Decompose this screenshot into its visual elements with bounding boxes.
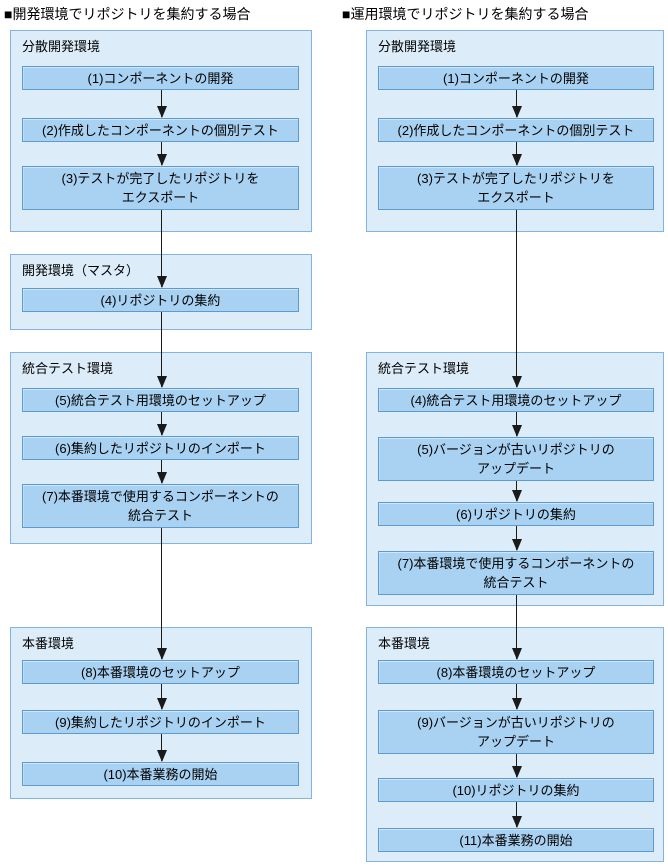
arrow-down-icon [512, 376, 522, 388]
flow-step-line: (8)本番環境のセットアップ [436, 664, 596, 680]
section-title-operation: ■運用環境でリポジトリを集約する場合 [342, 6, 589, 22]
flow-arrow-line [161, 684, 162, 709]
env-group-label: 分散開発環境 [22, 39, 101, 54]
flow-step-line: (1)コンポーネントの開発 [443, 70, 589, 86]
flow-arrow-line [161, 734, 162, 761]
flow-step-line: (4)統合テスト用環境のセットアップ [410, 392, 622, 408]
flow-step-line: (7)本番環境で使用するコンポーネントの [42, 489, 279, 504]
flow-arrow-line [516, 595, 517, 659]
flow-step: (7)本番環境で使用するコンポーネントの統合テスト [378, 551, 654, 595]
env-group-label: 本番環境 [378, 636, 431, 651]
section-title-development: ■開発環境でリポジトリを集約する場合 [4, 6, 251, 22]
flow-step: (2)作成したコンポーネントの個別テスト [22, 118, 299, 142]
flow-step: (10)本番業務の開始 [22, 762, 299, 786]
flow-step-line: (2)作成したコンポーネントの個別テスト [42, 122, 279, 138]
flow-step: (9)バージョンが古いリポジトリのアップデート [378, 710, 654, 754]
flow-step: (2)作成したコンポーネントの個別テスト [378, 118, 654, 142]
flow-step-line: (10)本番業務の開始 [103, 766, 218, 782]
flow-step-line: (3)テストが完了したリポジトリを [61, 171, 260, 186]
flow-step-line: (7)本番環境で使用するコンポーネントの [397, 556, 635, 571]
flow-step: (1)コンポーネントの開発 [378, 66, 654, 90]
flow-step-line: 統合テスト [127, 508, 193, 523]
flow-step-line: (6)リポジトリの集約 [456, 506, 576, 522]
flow-arrow-line [161, 90, 162, 117]
arrow-down-icon [512, 106, 522, 118]
flow-step-line: (1)コンポーネントの開発 [87, 70, 234, 86]
flow-step-line: (11)本番業務の開始 [459, 832, 573, 848]
arrow-down-icon [512, 816, 522, 828]
arrow-down-icon [512, 539, 522, 551]
env-group-label: 統合テスト環境 [22, 361, 114, 376]
arrow-down-icon [512, 425, 522, 437]
arrow-down-icon [512, 648, 522, 660]
flow-step: (6)集約したリポジトリのインポート [22, 436, 299, 460]
flow-step: (5)バージョンが古いリポジトリのアップデート [378, 437, 654, 481]
flow-step: (1)コンポーネントの開発 [22, 66, 299, 90]
flow-arrow-line [516, 754, 517, 777]
arrow-down-icon [512, 154, 522, 166]
flow-step-line: アップデート [476, 461, 555, 476]
flow-step-line: (2)作成したコンポーネントの個別テスト [397, 122, 635, 138]
env-group-label: 本番環境 [22, 636, 75, 651]
flow-arrow-line [161, 412, 162, 435]
flow-arrow-line [516, 684, 517, 709]
flow-step-line: (10)リポジトリの集約 [452, 782, 580, 798]
flow-step-line: (5)統合テスト用環境のセットアップ [55, 392, 266, 408]
arrow-down-icon [512, 766, 522, 778]
arrow-down-icon [157, 698, 167, 710]
flow-step: (3)テストが完了したリポジトリをエクスポート [378, 166, 654, 210]
arrow-down-icon [512, 490, 522, 502]
arrow-down-icon [157, 376, 167, 388]
flow-step-line: (9)バージョンが古いリポジトリの [417, 715, 615, 730]
flow-arrow-line [516, 412, 517, 436]
flow-step-line: (6)集約したリポジトリのインポート [55, 440, 266, 456]
arrow-down-icon [157, 472, 167, 484]
flow-step: (4)リポジトリの集約 [22, 288, 299, 312]
flow-arrow-line [161, 142, 162, 165]
flow-step-line: (4)リポジトリの集約 [100, 292, 221, 308]
flow-arrow-line [161, 312, 162, 387]
arrow-down-icon [512, 698, 522, 710]
arrow-down-icon [157, 106, 167, 118]
flow-step: (8)本番環境のセットアップ [22, 660, 299, 684]
arrow-down-icon [157, 648, 167, 660]
flow-step-line: (3)テストが完了したリポジトリを [417, 171, 615, 186]
flow-step-line: (9)集約したリポジトリのインポート [55, 714, 266, 730]
flow-arrow-line [516, 526, 517, 550]
flow-arrow-line [516, 142, 517, 165]
flow-step: (10)リポジトリの集約 [378, 778, 654, 802]
flow-arrow-line [161, 528, 162, 659]
flow-step-line: エクスポート [477, 190, 555, 205]
flow-arrow-line [516, 90, 517, 117]
flow-step: (8)本番環境のセットアップ [378, 660, 654, 684]
flow-arrow-line [161, 460, 162, 483]
env-group-label: 統合テスト環境 [378, 361, 470, 376]
arrow-down-icon [157, 154, 167, 166]
env-group-label: 分散開発環境 [378, 39, 457, 54]
flow-step-line: (8)本番環境のセットアップ [81, 664, 240, 680]
flow-step-line: 統合テスト [483, 575, 549, 590]
flow-step: (9)集約したリポジトリのインポート [22, 710, 299, 734]
arrow-down-icon [157, 276, 167, 288]
arrow-down-icon [157, 424, 167, 436]
flow-step-line: エクスポート [121, 190, 200, 205]
flow-step-line: アップデート [476, 734, 555, 749]
flow-step: (5)統合テスト用環境のセットアップ [22, 388, 299, 412]
flow-arrow-line [516, 802, 517, 827]
flow-step: (3)テストが完了したリポジトリをエクスポート [22, 166, 299, 210]
flow-step-line: (5)バージョンが古いリポジトリの [417, 442, 615, 457]
flow-arrow-line [516, 210, 517, 387]
env-group-label: 開発環境（マスタ） [22, 263, 140, 278]
flow-step: (11)本番業務の開始 [378, 828, 654, 852]
arrow-down-icon [157, 750, 167, 762]
flow-arrow-line [161, 210, 162, 287]
flow-step: (4)統合テスト用環境のセットアップ [378, 388, 654, 412]
flow-step: (7)本番環境で使用するコンポーネントの統合テスト [22, 484, 299, 528]
flow-step: (6)リポジトリの集約 [378, 502, 654, 526]
